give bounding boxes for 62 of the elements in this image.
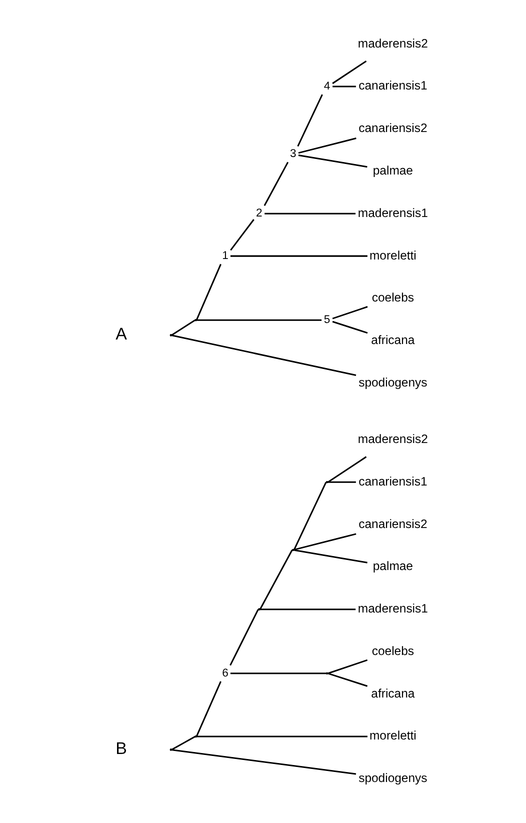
- node-text: canariensis1: [358, 474, 428, 488]
- node-text: canariensis1: [358, 78, 428, 93]
- connector: [172, 334, 356, 376]
- node-label: 5: [324, 314, 330, 326]
- connector: [230, 219, 254, 251]
- connector: [293, 482, 327, 550]
- connector: [297, 94, 323, 147]
- connector: [298, 138, 356, 154]
- node-text: moreletti: [369, 248, 416, 262]
- node-label: 6: [222, 667, 228, 680]
- connector: [328, 456, 367, 483]
- node-text: palmae: [372, 559, 414, 574]
- connector: [259, 550, 293, 610]
- node-point: [292, 548, 294, 552]
- node-text: coelebs: [372, 290, 414, 305]
- node-text: coelebs: [372, 644, 414, 658]
- connector: [332, 60, 367, 84]
- node-point: [194, 735, 197, 738]
- node-text: canariensis2: [358, 121, 428, 136]
- connector: [230, 609, 259, 666]
- connector: [264, 162, 289, 206]
- node-point: [170, 334, 172, 336]
- label: B: [116, 738, 127, 758]
- node-label: 1: [222, 250, 228, 262]
- connector: [264, 212, 356, 214]
- node-text: africana: [371, 686, 415, 700]
- node-text: canariensis2: [358, 516, 428, 531]
- connector: [298, 154, 368, 168]
- node-point: [326, 672, 328, 675]
- connector: [328, 481, 356, 483]
- node-text: spodiogenys: [358, 375, 428, 390]
- connector: [230, 672, 326, 674]
- node-text: moreletti: [369, 728, 416, 743]
- node-text: maderensis2: [358, 36, 428, 50]
- node-point: [326, 481, 328, 484]
- connector: [328, 659, 368, 674]
- node-point: [258, 608, 260, 610]
- node-label: 4: [324, 80, 330, 92]
- node-text: palmae: [372, 163, 414, 178]
- connector: [294, 533, 356, 550]
- label: A: [116, 324, 127, 344]
- connector: [328, 672, 368, 687]
- connector: [171, 320, 196, 336]
- connector: [260, 608, 356, 610]
- node-text: maderensis1: [358, 602, 428, 616]
- node-label: 2: [256, 208, 262, 220]
- node-text: africana: [371, 333, 415, 348]
- node-text: spodiogenys: [358, 771, 428, 786]
- connector: [230, 255, 368, 257]
- connector: [332, 86, 356, 88]
- connector: [332, 306, 368, 320]
- connector: [332, 320, 368, 334]
- connector: [172, 749, 356, 775]
- node-point: [194, 318, 197, 322]
- node-text: maderensis1: [358, 206, 428, 220]
- node-label: 3: [290, 148, 296, 160]
- connector: [196, 319, 322, 321]
- node-text: maderensis2: [358, 432, 428, 446]
- connector: [294, 549, 368, 564]
- node-point: [170, 748, 172, 751]
- connector: [171, 736, 196, 750]
- connector: [196, 736, 368, 738]
